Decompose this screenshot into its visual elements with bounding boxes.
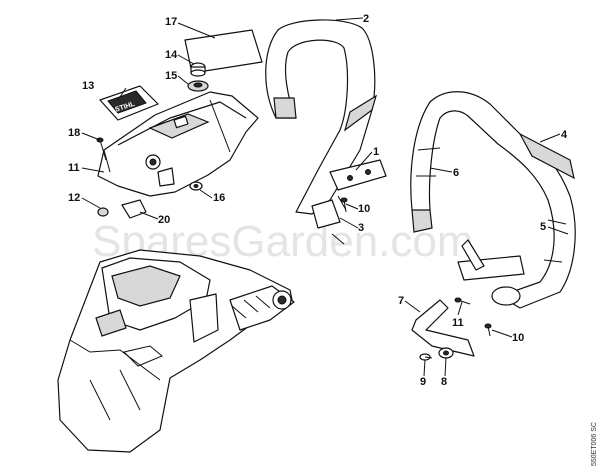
decal-part-14: STIHL <box>99 85 159 121</box>
grommet-part-16 <box>187 80 209 92</box>
callout-2: 2 <box>363 13 369 25</box>
leader-lines <box>81 17 569 377</box>
bracket-part-3 <box>311 195 347 245</box>
callout-5: 5 <box>540 221 546 233</box>
callout-11: 11 <box>452 317 464 329</box>
handle-bar-part-4 <box>410 91 576 309</box>
engine-housing <box>57 249 295 453</box>
callout-13: 12 <box>68 192 80 204</box>
washer-part-17 <box>189 181 203 191</box>
nut-part-13 <box>97 207 109 217</box>
handle-lower-bar <box>457 239 525 306</box>
callout-14: 13 <box>82 80 94 92</box>
washer-part-8 <box>438 347 454 359</box>
plug-part-15 <box>190 62 206 77</box>
callouts: 17 14 15 13 18 11 12 20 16 2 1 10 3 4 6 … <box>68 13 568 388</box>
drawing-code: 550ET006 SC <box>591 422 598 466</box>
callout-16: 15 <box>165 70 177 82</box>
bracket-part-1 <box>329 159 387 191</box>
callout-10-right: 10 <box>512 332 524 344</box>
screw-part-10-left <box>340 197 348 213</box>
screw-part-10-right <box>484 323 492 337</box>
callout-3: 3 <box>358 222 364 234</box>
shroud-part-12 <box>97 91 259 197</box>
callout-9: 9 <box>420 376 426 388</box>
callout-10-left: 10 <box>358 203 370 215</box>
screw-part-9 <box>419 353 433 361</box>
callout-6: 6 <box>453 167 459 179</box>
handle-sleeve-part-6 <box>416 147 441 177</box>
callout-1: 1 <box>373 146 379 158</box>
handle-bar-part-2 <box>265 19 378 215</box>
callout-17: 16 <box>213 192 225 204</box>
callout-18: 17 <box>165 16 177 28</box>
callout-19: 18 <box>68 127 80 139</box>
callout-4: 4 <box>561 129 568 141</box>
handle-grip-part-5 <box>543 219 567 263</box>
support-arm-part-7 <box>411 299 475 357</box>
callout-15: 14 <box>165 49 178 61</box>
pad-part-20 <box>121 199 147 219</box>
screw-part-11 <box>454 297 471 305</box>
callout-8: 8 <box>441 376 447 388</box>
callout-12: 11 <box>68 162 80 174</box>
callout-20: 20 <box>158 214 170 226</box>
callout-7: 7 <box>398 295 404 307</box>
